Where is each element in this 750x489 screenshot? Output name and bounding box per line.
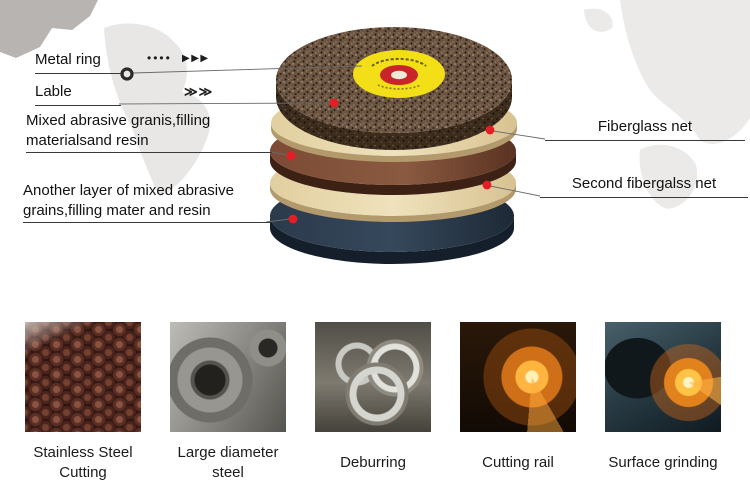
arrow-trail-icon: ▶▶▶ <box>182 53 210 64</box>
label-fiberglass-net: Fiberglass net <box>545 117 745 141</box>
callout-lines <box>118 65 546 223</box>
application-item: Large diameter steel <box>170 322 286 486</box>
pointer-dot-lable <box>329 98 339 108</box>
dotted-trail-icon: •••• <box>147 51 172 65</box>
application-item: Stainless Steel Cutting <box>25 322 141 486</box>
pointer-dot-another-layer <box>288 214 298 224</box>
cutting-rail-image <box>460 322 576 432</box>
cutting-disc-exploded-view <box>118 27 546 264</box>
disc-center-label <box>353 50 445 98</box>
metal-ring-icon <box>120 67 134 81</box>
application-item: Deburring <box>315 322 431 486</box>
applications-strip: Stainless Steel Cutting Large diameter s… <box>25 322 725 486</box>
label-second-fiberglass: Second fibergalss net <box>540 174 748 198</box>
application-caption: Deburring <box>340 453 406 471</box>
application-caption: Large diameter steel <box>177 443 279 481</box>
pointer-dot-fiberglass-net <box>485 125 495 135</box>
label-lable: Lable <box>35 82 121 106</box>
surface-grinding-image <box>605 322 721 432</box>
pointer-dot-second-fiberglass <box>482 180 492 190</box>
application-caption: Cutting rail <box>482 453 554 471</box>
application-caption: Surface grinding <box>608 453 718 471</box>
pointer-dot-mixed-abrasive <box>286 151 296 161</box>
large-diameter-steel-image <box>170 322 286 432</box>
label-another-layer: Another layer of mixed abrasive grains,f… <box>23 181 271 223</box>
label-metal-ring: Metal ring <box>35 50 121 74</box>
stainless-steel-cutting-image <box>25 322 141 432</box>
pointer-dots <box>286 98 495 224</box>
application-item: Surface grinding <box>605 322 721 486</box>
application-item: Cutting rail <box>460 322 576 486</box>
world-map-background <box>0 0 750 209</box>
deburring-image <box>315 322 431 432</box>
center-metal-ring <box>391 70 407 80</box>
chevron-arrow-icon: ≫≫ <box>184 84 214 99</box>
application-caption: Stainless Steel Cutting <box>33 443 133 481</box>
label-mixed-abrasive: Mixed abrasive granis,filling materialsa… <box>26 111 272 153</box>
